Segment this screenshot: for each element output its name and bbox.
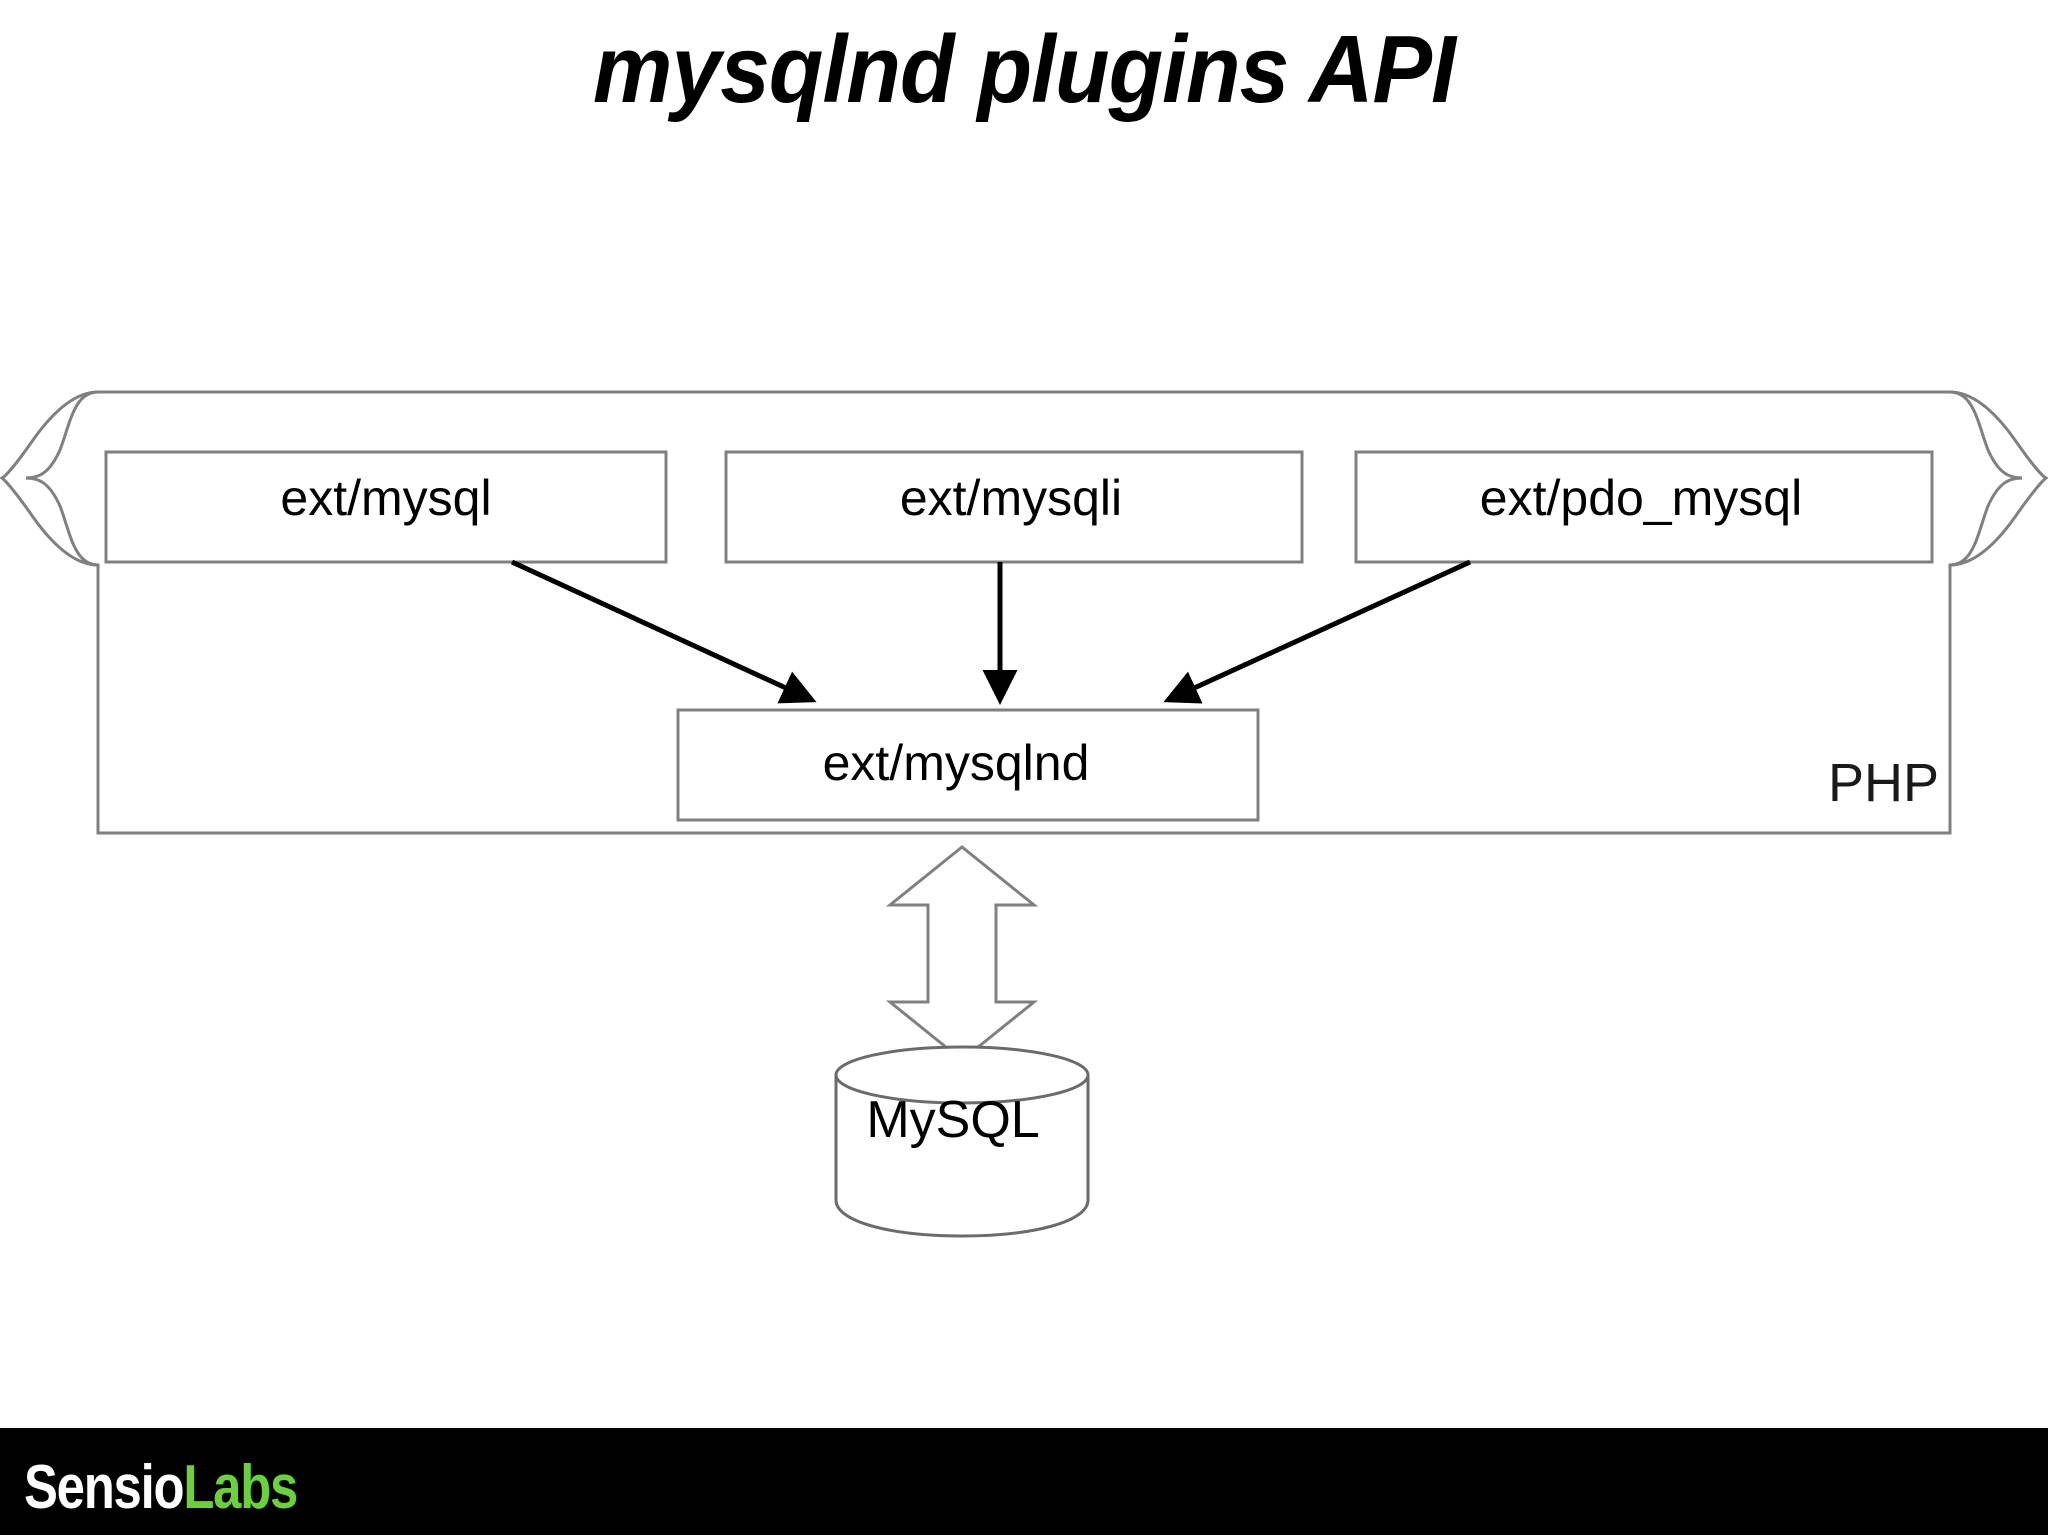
logo-text-sensio: Sensio: [24, 1453, 185, 1522]
php-container-label: PHP: [1828, 753, 1940, 813]
footer-bar: [0, 1428, 2048, 1535]
box-ext-mysql: [104, 450, 668, 564]
box-label-ext-pdo-mysql: ext/pdo_mysql: [1479, 470, 1803, 526]
mysql-database-label: MySQL: [866, 1091, 1040, 1149]
arrow-ext-mysql-to-mysqlnd: [510, 559, 817, 704]
box-label-ext-mysql: ext/mysql: [280, 470, 492, 526]
box-ext-pdo-mysql: [1354, 450, 1934, 564]
architecture-diagram: ext/mysql ext/mysqli ext/pdo_mysql ext/m…: [0, 390, 2048, 1238]
diagram-canvas: [0, 390, 2048, 1238]
box-label-ext-mysqli: ext/mysqli: [899, 470, 1123, 526]
php-container-left-brace: [25, 390, 100, 833]
box-ext-mysqli: [724, 450, 1304, 564]
sensiolabs-logo: SensioLabs: [24, 1457, 298, 1519]
arrow-ext-pdo-mysql-to-mysqlnd: [1163, 559, 1472, 704]
logo-text-labs: Labs: [183, 1453, 298, 1522]
page-title: mysqlnd plugins API: [593, 16, 1456, 123]
box-ext-mysqlnd: [676, 708, 1260, 822]
mysql-database-cylinder: [834, 1045, 1090, 1238]
php-container-right-brace: [1948, 390, 2023, 833]
box-label-ext-mysqlnd: ext/mysqlnd: [822, 735, 1090, 791]
